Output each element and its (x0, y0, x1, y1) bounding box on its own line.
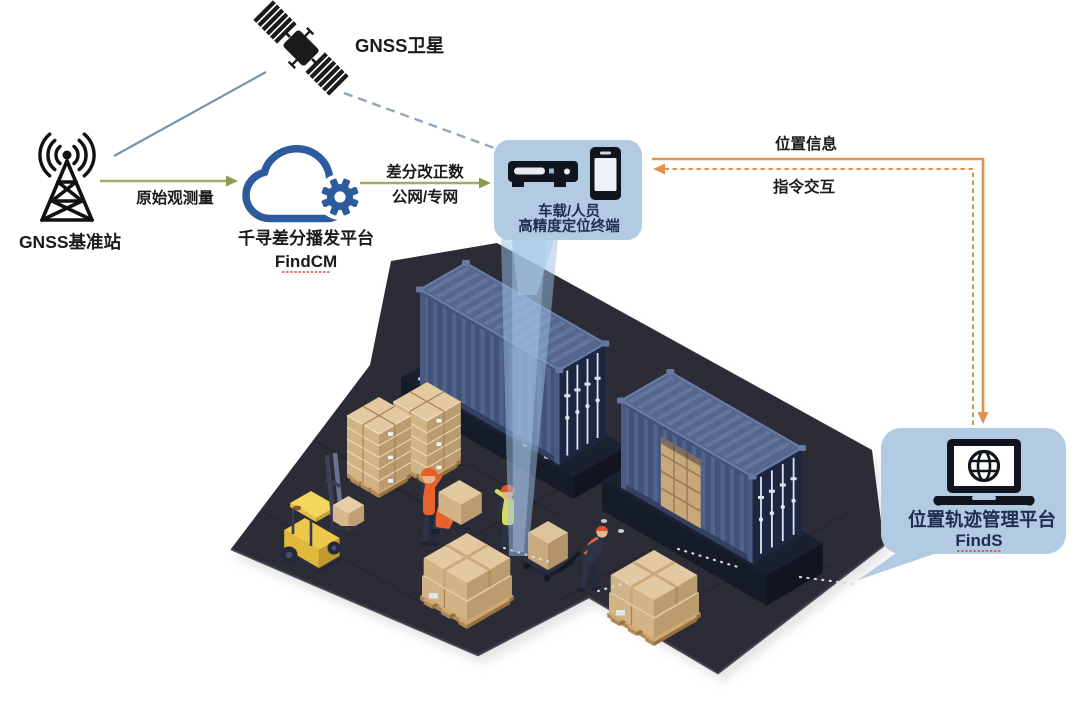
svg-text:FindS: FindS (955, 531, 1002, 550)
svg-text:GNSS卫星: GNSS卫星 (355, 35, 444, 56)
svg-text:位置轨迹管理平台: 位置轨迹管理平台 (908, 509, 1056, 530)
svg-text:原始观测量: 原始观测量 (136, 188, 214, 207)
svg-text:指令交互: 指令交互 (773, 177, 836, 196)
svg-text:车载/人员: 车载/人员 (538, 202, 600, 220)
svg-text:差分改正数: 差分改正数 (386, 162, 464, 181)
svg-text:FindCM: FindCM (275, 252, 337, 271)
svg-text:高精度定位终端: 高精度定位终端 (518, 217, 620, 235)
svg-text:千寻差分播发平台: 千寻差分播发平台 (238, 228, 374, 248)
svg-text:公网/专网: 公网/专网 (392, 187, 458, 206)
svg-text:GNSS基准站: GNSS基准站 (19, 232, 122, 252)
svg-text:位置信息: 位置信息 (775, 134, 838, 153)
